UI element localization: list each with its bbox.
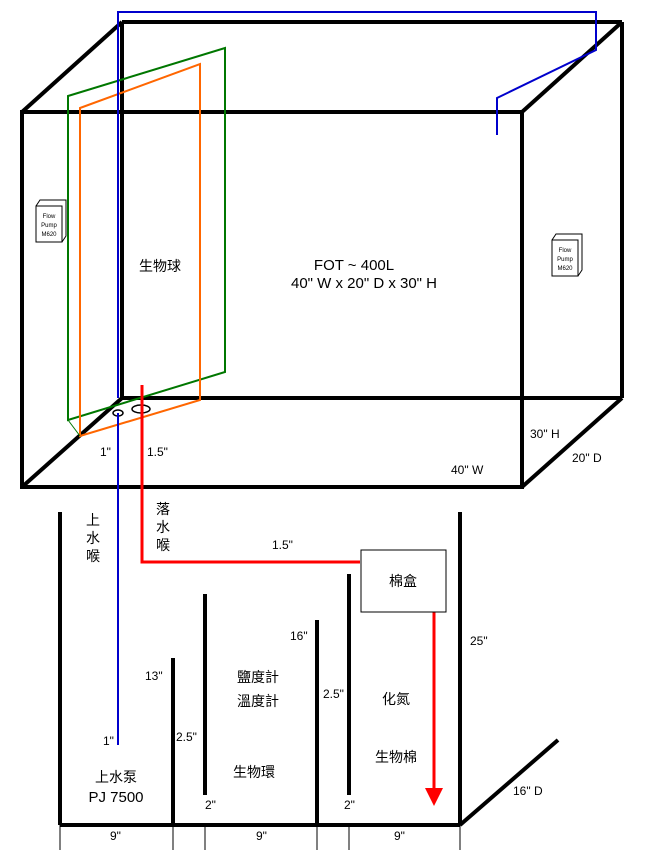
right-wall-height: 25" — [470, 634, 488, 648]
drain-size-label: 1.5" — [272, 538, 293, 552]
tank-height-label: 30" H — [530, 427, 560, 441]
drain-pipe-char-1: 落 — [156, 502, 170, 518]
overflow-outer-box — [67, 46, 226, 422]
return-pump-name: 上水泵 — [95, 770, 137, 786]
sump-dividers — [59, 825, 461, 850]
flow-pump-right-line3: M620 — [557, 266, 573, 272]
bio-rings-label: 生物環 — [233, 765, 275, 781]
tank-edge-top-left — [20, 20, 124, 114]
tank-title: FOT ~ 400L — [314, 257, 394, 274]
tank-width-label: 40" W — [451, 463, 484, 477]
sump-depth-label: 16" D — [513, 784, 543, 798]
drain-pipe-char-2: 水 — [156, 520, 170, 536]
tank-front-face — [20, 110, 524, 489]
middle-gap-label: 2.5" — [323, 687, 344, 701]
width-label-3: 9" — [394, 829, 405, 843]
middle-baffle-height: 16" — [290, 629, 308, 643]
inlet-size-label: 1" — [100, 445, 111, 459]
return-pipe-char-2: 水 — [86, 531, 100, 547]
filter-box-label: 棉盒 — [389, 573, 417, 590]
drain-line — [140, 385, 360, 564]
return-line-top — [117, 11, 597, 398]
return-pipe-label: 上 水 喉 — [86, 513, 100, 565]
flow-pump-left-line2: Pump — [41, 223, 57, 229]
sump-depth-edge — [458, 738, 560, 827]
return-pump-model: PJ 7500 — [88, 789, 143, 806]
return-size-label: 1" — [103, 734, 114, 748]
tank-edge-top-right — [520, 20, 624, 114]
overflow-inner-box — [79, 62, 201, 438]
tank-depth-label: 20" D — [572, 451, 602, 465]
return-pipe-char-3: 喉 — [86, 549, 100, 565]
bio-ball-label: 生物球 — [139, 259, 181, 275]
drain-pipe-label: 落 水 喉 — [156, 502, 170, 554]
drain-pipe-char-3: 喉 — [156, 538, 170, 554]
flow-pump-left: Flow Pump M620 — [35, 199, 67, 243]
flow-pump-left-line3: M620 — [41, 232, 57, 238]
overflow-bottom-connector — [67, 419, 81, 437]
flow-pump-left-line1: Flow — [43, 214, 56, 220]
sump — [58, 512, 560, 827]
bottom-right-gap-label: 2" — [344, 798, 355, 812]
display-tank — [20, 20, 624, 489]
flow-pump-right: Flow Pump M620 — [551, 233, 583, 277]
return-pipe-char-1: 上 — [86, 513, 100, 529]
bio-sponge-label: 生物棉 — [375, 749, 417, 766]
outlet-size-label: 1.5" — [147, 445, 168, 459]
salinity-meter-label: 鹽度計 — [237, 670, 279, 686]
tank-edge-bottom-right — [520, 396, 624, 489]
width-label-1: 9" — [110, 829, 121, 843]
tank-edge-bottom-left — [20, 396, 124, 489]
denitrification-label: 化氮 — [382, 692, 410, 708]
filter-box — [360, 549, 447, 613]
bottom-left-gap-label: 2" — [205, 798, 216, 812]
left-baffle-height: 13" — [145, 669, 163, 683]
thermometer-label: 溫度計 — [237, 694, 279, 710]
left-gap-label: 2.5" — [176, 730, 197, 744]
width-label-2: 9" — [256, 829, 267, 843]
tank-dimensions: 40" W x 20" D x 30" H — [291, 275, 437, 292]
flow-pump-right-line1: Flow — [559, 248, 572, 254]
flow-pump-right-line2: Pump — [557, 257, 573, 263]
